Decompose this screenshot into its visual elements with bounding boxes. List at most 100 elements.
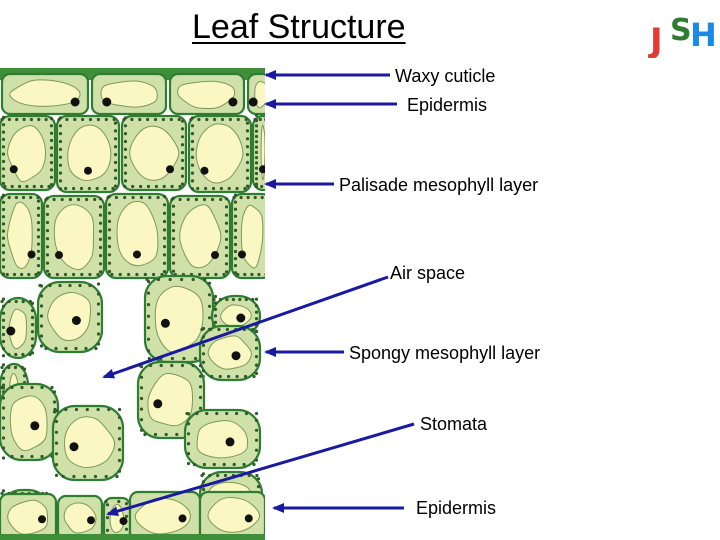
- upper-epidermis-layer: [2, 74, 265, 114]
- chloroplast: [114, 161, 117, 164]
- chloroplast: [193, 463, 196, 466]
- chloroplast: [163, 228, 166, 231]
- chloroplast: [23, 374, 26, 377]
- chloroplast: [148, 196, 151, 199]
- chloroplast: [202, 344, 205, 347]
- chloroplast: [46, 213, 49, 216]
- chloroplast: [202, 480, 205, 483]
- chloroplast: [257, 477, 260, 480]
- chloroplast: [246, 145, 249, 148]
- chloroplast: [252, 375, 255, 378]
- chloroplast: [18, 185, 21, 188]
- chloroplast: [2, 153, 5, 156]
- chloroplast: [140, 365, 143, 368]
- chloroplast: [225, 298, 228, 301]
- label-air-space: Air space: [390, 263, 465, 284]
- chloroplast: [252, 463, 255, 466]
- chloroplast: [59, 132, 62, 135]
- chloroplast: [65, 118, 68, 121]
- chloroplast: [99, 197, 102, 200]
- chloroplast: [154, 118, 157, 121]
- plant-cell: [0, 194, 42, 278]
- chloroplast: [187, 422, 190, 425]
- chloroplast: [192, 278, 195, 281]
- chloroplast: [171, 185, 174, 188]
- chloroplast: [8, 118, 11, 121]
- chloroplast: [40, 314, 43, 317]
- chloroplast: [37, 243, 40, 246]
- nucleus: [228, 98, 237, 107]
- chloroplast: [255, 177, 258, 180]
- chloroplast: [245, 412, 248, 415]
- chloroplast: [191, 124, 194, 127]
- label-epidermis-bottom: Epidermis: [416, 498, 496, 519]
- chloroplast: [40, 294, 43, 297]
- chloroplast: [97, 302, 100, 305]
- chloroplast: [28, 353, 31, 356]
- chloroplast: [147, 280, 150, 283]
- chloroplast: [181, 135, 184, 138]
- chloroplast: [234, 328, 237, 331]
- chloroplast: [182, 357, 185, 360]
- chloroplast: [34, 273, 37, 276]
- chloroplast: [36, 196, 39, 199]
- chloroplast: [140, 408, 143, 411]
- chloroplast: [255, 124, 258, 127]
- chloroplast: [55, 420, 58, 423]
- chloroplast: [14, 353, 17, 356]
- chloroplast: [64, 273, 67, 276]
- chloroplast: [172, 221, 175, 224]
- chloroplast: [172, 197, 175, 200]
- chloroplast: [194, 357, 197, 360]
- chloroplast: [149, 364, 152, 367]
- chloroplast: [125, 528, 128, 531]
- chloroplast: [31, 316, 34, 319]
- chloroplast: [73, 118, 76, 121]
- chloroplast: [178, 118, 181, 121]
- chloroplast: [2, 436, 5, 439]
- chloroplast: [10, 455, 13, 458]
- plant-cell: [170, 74, 244, 114]
- chloroplast: [124, 140, 127, 143]
- chloroplast: [234, 229, 237, 232]
- chloroplast: [108, 270, 111, 273]
- chloroplast: [37, 214, 40, 217]
- chloroplast: [6, 273, 9, 276]
- chloroplast: [229, 118, 232, 121]
- chloroplast: [77, 198, 80, 201]
- chloroplast: [58, 284, 61, 287]
- plant-cell: [92, 74, 166, 114]
- chloroplast: [217, 328, 220, 331]
- chloroplast: [46, 270, 49, 273]
- chloroplast: [181, 151, 184, 154]
- chloroplast: [232, 298, 235, 301]
- lower-cuticle-band: [0, 534, 265, 540]
- chloroplast: [47, 185, 50, 188]
- chloroplast: [108, 253, 111, 256]
- chloroplast: [78, 284, 81, 287]
- chloroplast: [259, 118, 262, 121]
- chloroplast: [238, 298, 241, 301]
- chloroplast: [114, 129, 117, 132]
- chloroplast: [148, 357, 151, 360]
- chloroplast: [130, 118, 133, 121]
- nucleus: [10, 165, 18, 173]
- chloroplast: [106, 529, 109, 532]
- plant-cell: [0, 298, 36, 359]
- label-epidermis-top: Epidermis: [407, 95, 487, 116]
- chloroplast: [255, 161, 258, 164]
- chloroplast: [225, 197, 228, 200]
- chloroplast: [80, 187, 83, 190]
- chloroplast: [234, 222, 237, 225]
- chloroplast: [118, 408, 121, 411]
- chloroplast: [191, 148, 194, 151]
- chloroplast: [50, 132, 53, 135]
- plant-cell: [44, 196, 104, 278]
- chloroplast: [54, 347, 57, 350]
- chloroplast: [255, 347, 258, 350]
- chloroplast: [55, 463, 58, 466]
- chloroplast: [97, 342, 100, 345]
- chloroplast: [246, 169, 249, 172]
- plant-cell: [200, 492, 265, 540]
- chloroplast: [56, 273, 59, 276]
